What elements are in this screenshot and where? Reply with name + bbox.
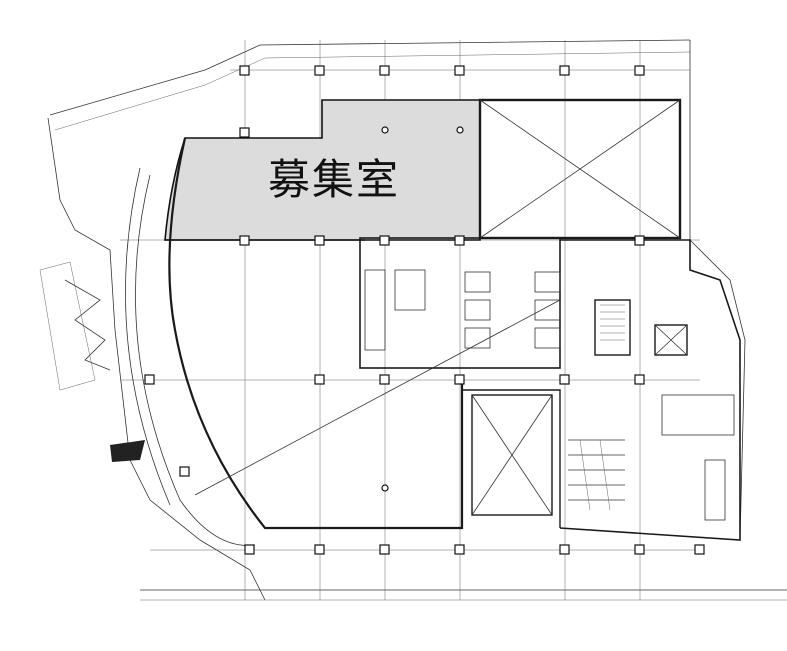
lower-void [471, 394, 553, 516]
structural-columns [144, 65, 705, 555]
atrium-void [478, 98, 682, 240]
office-outline [125, 137, 561, 546]
vacant-room-label: 募集室 [268, 155, 401, 204]
site-boundary [39, 39, 787, 601]
west-stair [64, 279, 145, 462]
east-wing [559, 239, 741, 541]
building-core [359, 237, 688, 369]
